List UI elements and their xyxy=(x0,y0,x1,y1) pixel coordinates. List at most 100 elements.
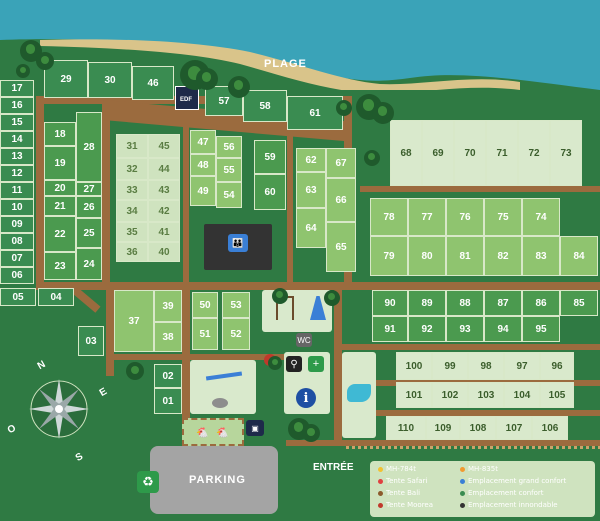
plot-29: 29 xyxy=(44,60,88,98)
plot-number: 71 xyxy=(496,147,508,159)
plot-number: 93 xyxy=(459,323,471,335)
plot-number: 14 xyxy=(11,134,23,145)
legend-item: Tente Moorea xyxy=(378,501,433,509)
plot-number: 35 xyxy=(126,226,138,238)
compass-rose-icon xyxy=(29,379,89,439)
plot-number: 30 xyxy=(104,74,116,86)
plot-90: 90 xyxy=(372,290,408,316)
toilet-icon: WC xyxy=(296,333,312,347)
compass-west: O xyxy=(5,422,19,437)
plot-11: 11 xyxy=(0,182,34,199)
plot-82: 82 xyxy=(484,236,522,276)
plot-64: 64 xyxy=(296,208,326,248)
plot-number: 07 xyxy=(11,253,23,264)
plot-108: 108 xyxy=(460,416,496,440)
road xyxy=(70,286,101,313)
plot-number: 89 xyxy=(421,297,433,309)
legend-item: Tente Bali xyxy=(378,489,420,497)
tv-icon: ▣ xyxy=(246,420,264,436)
plot-54: 54 xyxy=(216,182,242,208)
plot-05: 05 xyxy=(0,288,36,306)
plot-22: 22 xyxy=(44,216,76,252)
plot-number: 92 xyxy=(421,323,433,335)
beach-label: PLAGE xyxy=(264,58,307,70)
plot-76: 76 xyxy=(446,198,484,236)
sea-and-beach xyxy=(0,0,600,90)
plot-number: 85 xyxy=(573,297,585,309)
plot-number: 102 xyxy=(441,389,459,401)
plot-74: 74 xyxy=(522,198,560,236)
plot-52: 52 xyxy=(222,318,250,350)
tree-icon xyxy=(272,288,288,304)
plot-number: 66 xyxy=(335,194,347,206)
tree-icon xyxy=(196,68,218,90)
plot-number: 82 xyxy=(497,250,509,262)
plot-49: 49 xyxy=(190,176,216,206)
plot-70: 70 xyxy=(454,120,486,186)
plot-110: 110 xyxy=(386,416,426,440)
plot-42: 42 xyxy=(148,200,180,222)
plot-number: 47 xyxy=(197,136,209,148)
sanitary-icon: 👪 xyxy=(228,234,248,252)
plot-number: 05 xyxy=(12,291,24,303)
plot-31: 31 xyxy=(116,134,148,158)
plot-number: 106 xyxy=(541,422,559,434)
plot-number: 15 xyxy=(11,117,23,128)
plot-number: 09 xyxy=(11,219,23,230)
road xyxy=(334,440,600,446)
plot-91: 91 xyxy=(372,316,408,342)
tree-icon xyxy=(336,100,352,116)
plot-35: 35 xyxy=(116,222,148,242)
recycling-bin-icon: ♻ xyxy=(137,471,159,493)
legend-dot-icon xyxy=(460,478,465,484)
plot-68: 68 xyxy=(390,120,422,186)
chicken-icon: 🐔 xyxy=(196,428,209,439)
plot-number: 104 xyxy=(513,389,531,401)
plot-106: 106 xyxy=(532,416,568,440)
tree-icon xyxy=(364,150,380,166)
plot-109: 109 xyxy=(426,416,460,440)
legend-dot-icon xyxy=(378,466,383,472)
legend-dot-icon xyxy=(378,478,383,484)
plot-102: 102 xyxy=(432,382,468,408)
road xyxy=(360,186,600,192)
legend-label: Tente Moorea xyxy=(386,501,434,509)
plot-number: 96 xyxy=(551,360,563,372)
plot-number: 29 xyxy=(60,73,72,85)
plot-85: 85 xyxy=(560,290,598,316)
plot-58: 58 xyxy=(243,90,287,122)
plot-84: 84 xyxy=(560,236,598,276)
plot-number: 23 xyxy=(54,260,66,272)
plot-number: 105 xyxy=(548,389,566,401)
tree-icon xyxy=(268,356,282,370)
plot-43: 43 xyxy=(148,180,180,200)
legend-label: Emplacement innondable xyxy=(468,501,558,509)
plot-number: 55 xyxy=(223,164,235,176)
plot-94: 94 xyxy=(484,316,522,342)
plot-14: 14 xyxy=(0,131,34,148)
legend-item: Emplacement innondable xyxy=(460,501,558,509)
plot-03: 03 xyxy=(78,326,104,356)
legend-label: Tente Safari xyxy=(386,477,428,485)
plot-02: 02 xyxy=(154,364,182,388)
plot-number: 62 xyxy=(305,154,317,166)
plot-72: 72 xyxy=(518,120,550,186)
plot-number: 68 xyxy=(400,147,412,159)
plot-10: 10 xyxy=(0,199,34,216)
legend-dot-icon xyxy=(378,490,383,496)
plot-08: 08 xyxy=(0,233,34,250)
plot-24: 24 xyxy=(76,248,102,280)
plot-36: 36 xyxy=(116,242,148,262)
plot-78: 78 xyxy=(370,198,408,236)
plot-60: 60 xyxy=(254,174,286,210)
plot-47: 47 xyxy=(190,130,216,154)
plot-number: 19 xyxy=(54,157,66,169)
plot-number: 03 xyxy=(85,335,97,347)
legend-label: Tente Bali xyxy=(386,489,421,497)
plot-number: 08 xyxy=(11,236,23,247)
plot-63: 63 xyxy=(296,172,326,208)
plot-number: 38 xyxy=(162,331,174,343)
plot-93: 93 xyxy=(446,316,484,342)
plot-75: 75 xyxy=(484,198,522,236)
plot-97: 97 xyxy=(504,352,540,380)
